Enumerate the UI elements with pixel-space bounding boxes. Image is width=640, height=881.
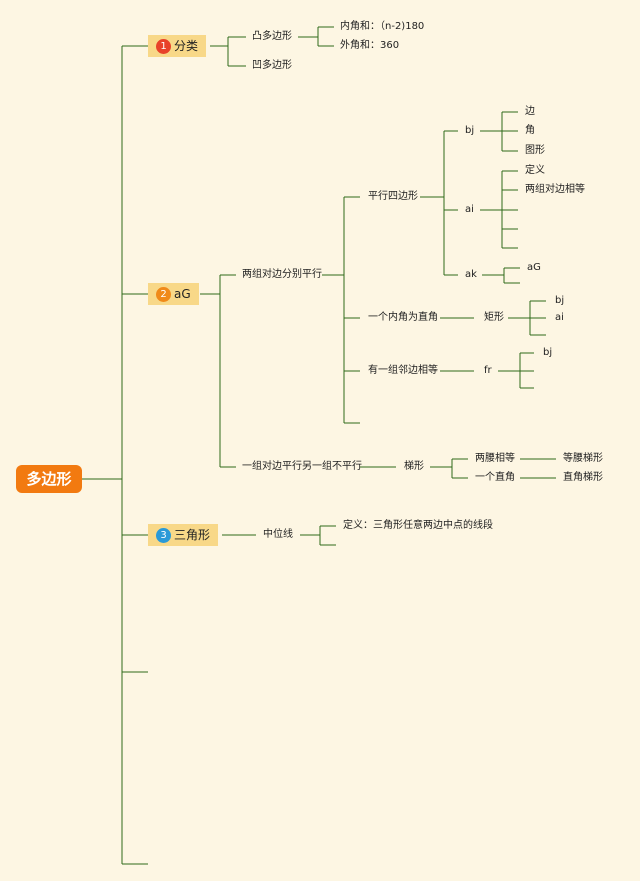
node-midline-definition[interactable]: 定义：三角形任意两边中点的线段 bbox=[343, 520, 493, 531]
node-bj-side[interactable]: 边 bbox=[525, 106, 535, 117]
node-bj-angle[interactable]: 角 bbox=[525, 125, 535, 136]
branch-ag[interactable]: 2 aG bbox=[148, 283, 199, 305]
number-badge-3: 3 bbox=[156, 527, 171, 543]
number-badge-1: 1 bbox=[156, 38, 171, 54]
node-fr-bj[interactable]: bj bbox=[543, 347, 553, 358]
node-exterior-sum[interactable]: 外角和：360 bbox=[340, 40, 400, 51]
node-fr[interactable]: fr bbox=[484, 365, 492, 376]
node-adjacent-equal[interactable]: 有一组邻边相等 bbox=[368, 365, 438, 376]
branch-triangle[interactable]: 3 三角形 bbox=[148, 524, 219, 546]
branch-ag-label: aG bbox=[174, 287, 191, 301]
node-concave[interactable]: 凹多边形 bbox=[252, 60, 292, 71]
node-bj[interactable]: bj bbox=[465, 125, 475, 136]
node-one-pair-parallel[interactable]: 一组对边平行另一组不平行 bbox=[242, 461, 362, 472]
node-bj-figure[interactable]: 图形 bbox=[525, 145, 545, 156]
node-rectangle[interactable]: 矩形 bbox=[484, 312, 504, 323]
node-trapezoid[interactable]: 梯形 bbox=[404, 461, 424, 472]
number-badge-2: 2 bbox=[156, 286, 171, 302]
node-one-right-angle[interactable]: 一个直角 bbox=[475, 472, 515, 483]
node-parallelogram[interactable]: 平行四边形 bbox=[368, 191, 418, 202]
node-right-trapezoid[interactable]: 直角梯形 bbox=[563, 472, 603, 483]
node-ai[interactable]: ai bbox=[465, 204, 474, 215]
node-ak[interactable]: ak bbox=[465, 269, 477, 280]
node-interior-sum[interactable]: 内角和：（n-2)180 bbox=[340, 21, 425, 32]
node-convex[interactable]: 凸多边形 bbox=[252, 31, 292, 42]
node-midline[interactable]: 中位线 bbox=[263, 529, 293, 540]
node-right-angle[interactable]: 一个内角为直角 bbox=[368, 312, 438, 323]
branch-classify[interactable]: 1 分类 bbox=[148, 35, 207, 57]
node-ak-ag[interactable]: aG bbox=[527, 262, 541, 273]
node-rect-ai[interactable]: ai bbox=[555, 312, 564, 323]
root-node[interactable]: 多边形 bbox=[16, 465, 82, 493]
node-rect-bj[interactable]: bj bbox=[555, 295, 565, 306]
node-isosceles-trapezoid[interactable]: 等腰梯形 bbox=[563, 453, 603, 464]
branch-triangle-label: 三角形 bbox=[174, 528, 211, 542]
node-two-pairs-parallel[interactable]: 两组对边分别平行 bbox=[242, 269, 322, 280]
node-legs-equal[interactable]: 两腰相等 bbox=[475, 453, 515, 464]
node-ai-opposite-equal[interactable]: 两组对边相等 bbox=[525, 184, 585, 195]
node-ai-definition[interactable]: 定义 bbox=[525, 165, 545, 176]
branch-classify-label: 分类 bbox=[174, 39, 199, 53]
